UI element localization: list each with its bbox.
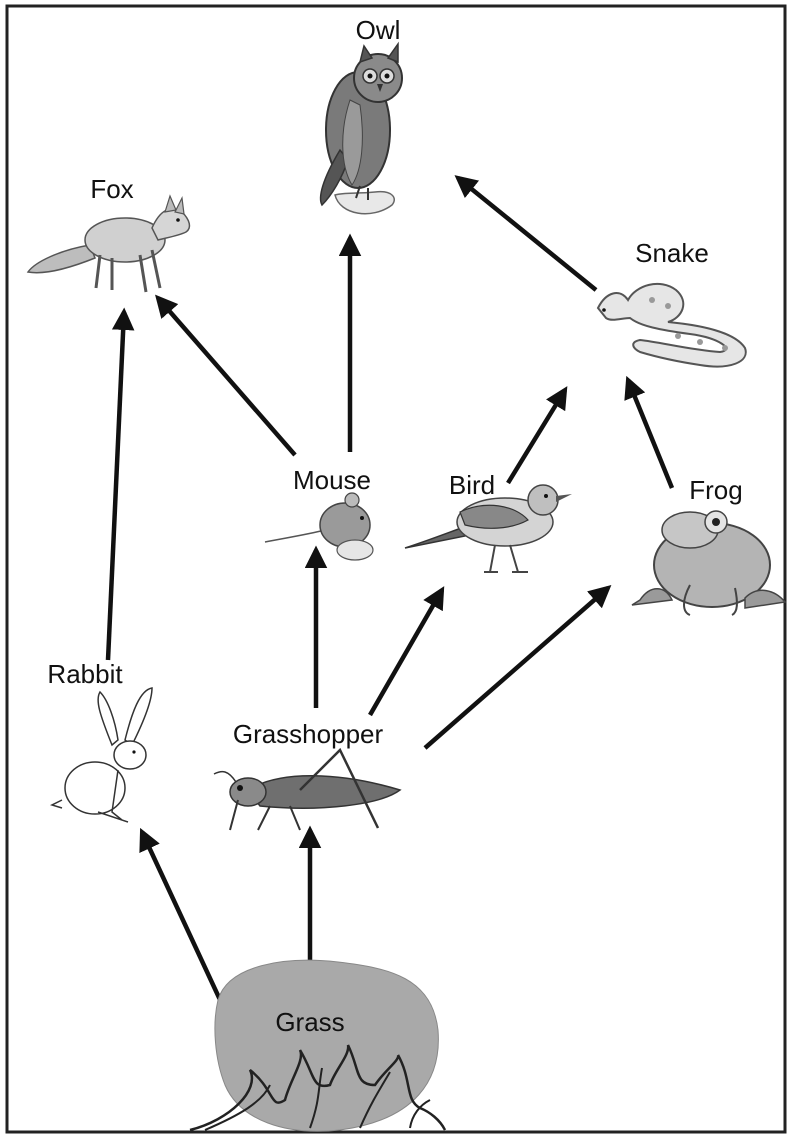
- rabbit-label: Rabbit: [47, 659, 123, 689]
- frog-label: Frog: [689, 475, 742, 505]
- bird-label: Bird: [449, 470, 495, 500]
- mouse-label: Mouse: [293, 465, 371, 495]
- fox-label: Fox: [90, 174, 133, 204]
- snake-label: Snake: [635, 238, 709, 268]
- owl-label: Owl: [356, 15, 401, 45]
- grass-label: Grass: [275, 1007, 344, 1037]
- grasshopper-label: Grasshopper: [233, 719, 384, 749]
